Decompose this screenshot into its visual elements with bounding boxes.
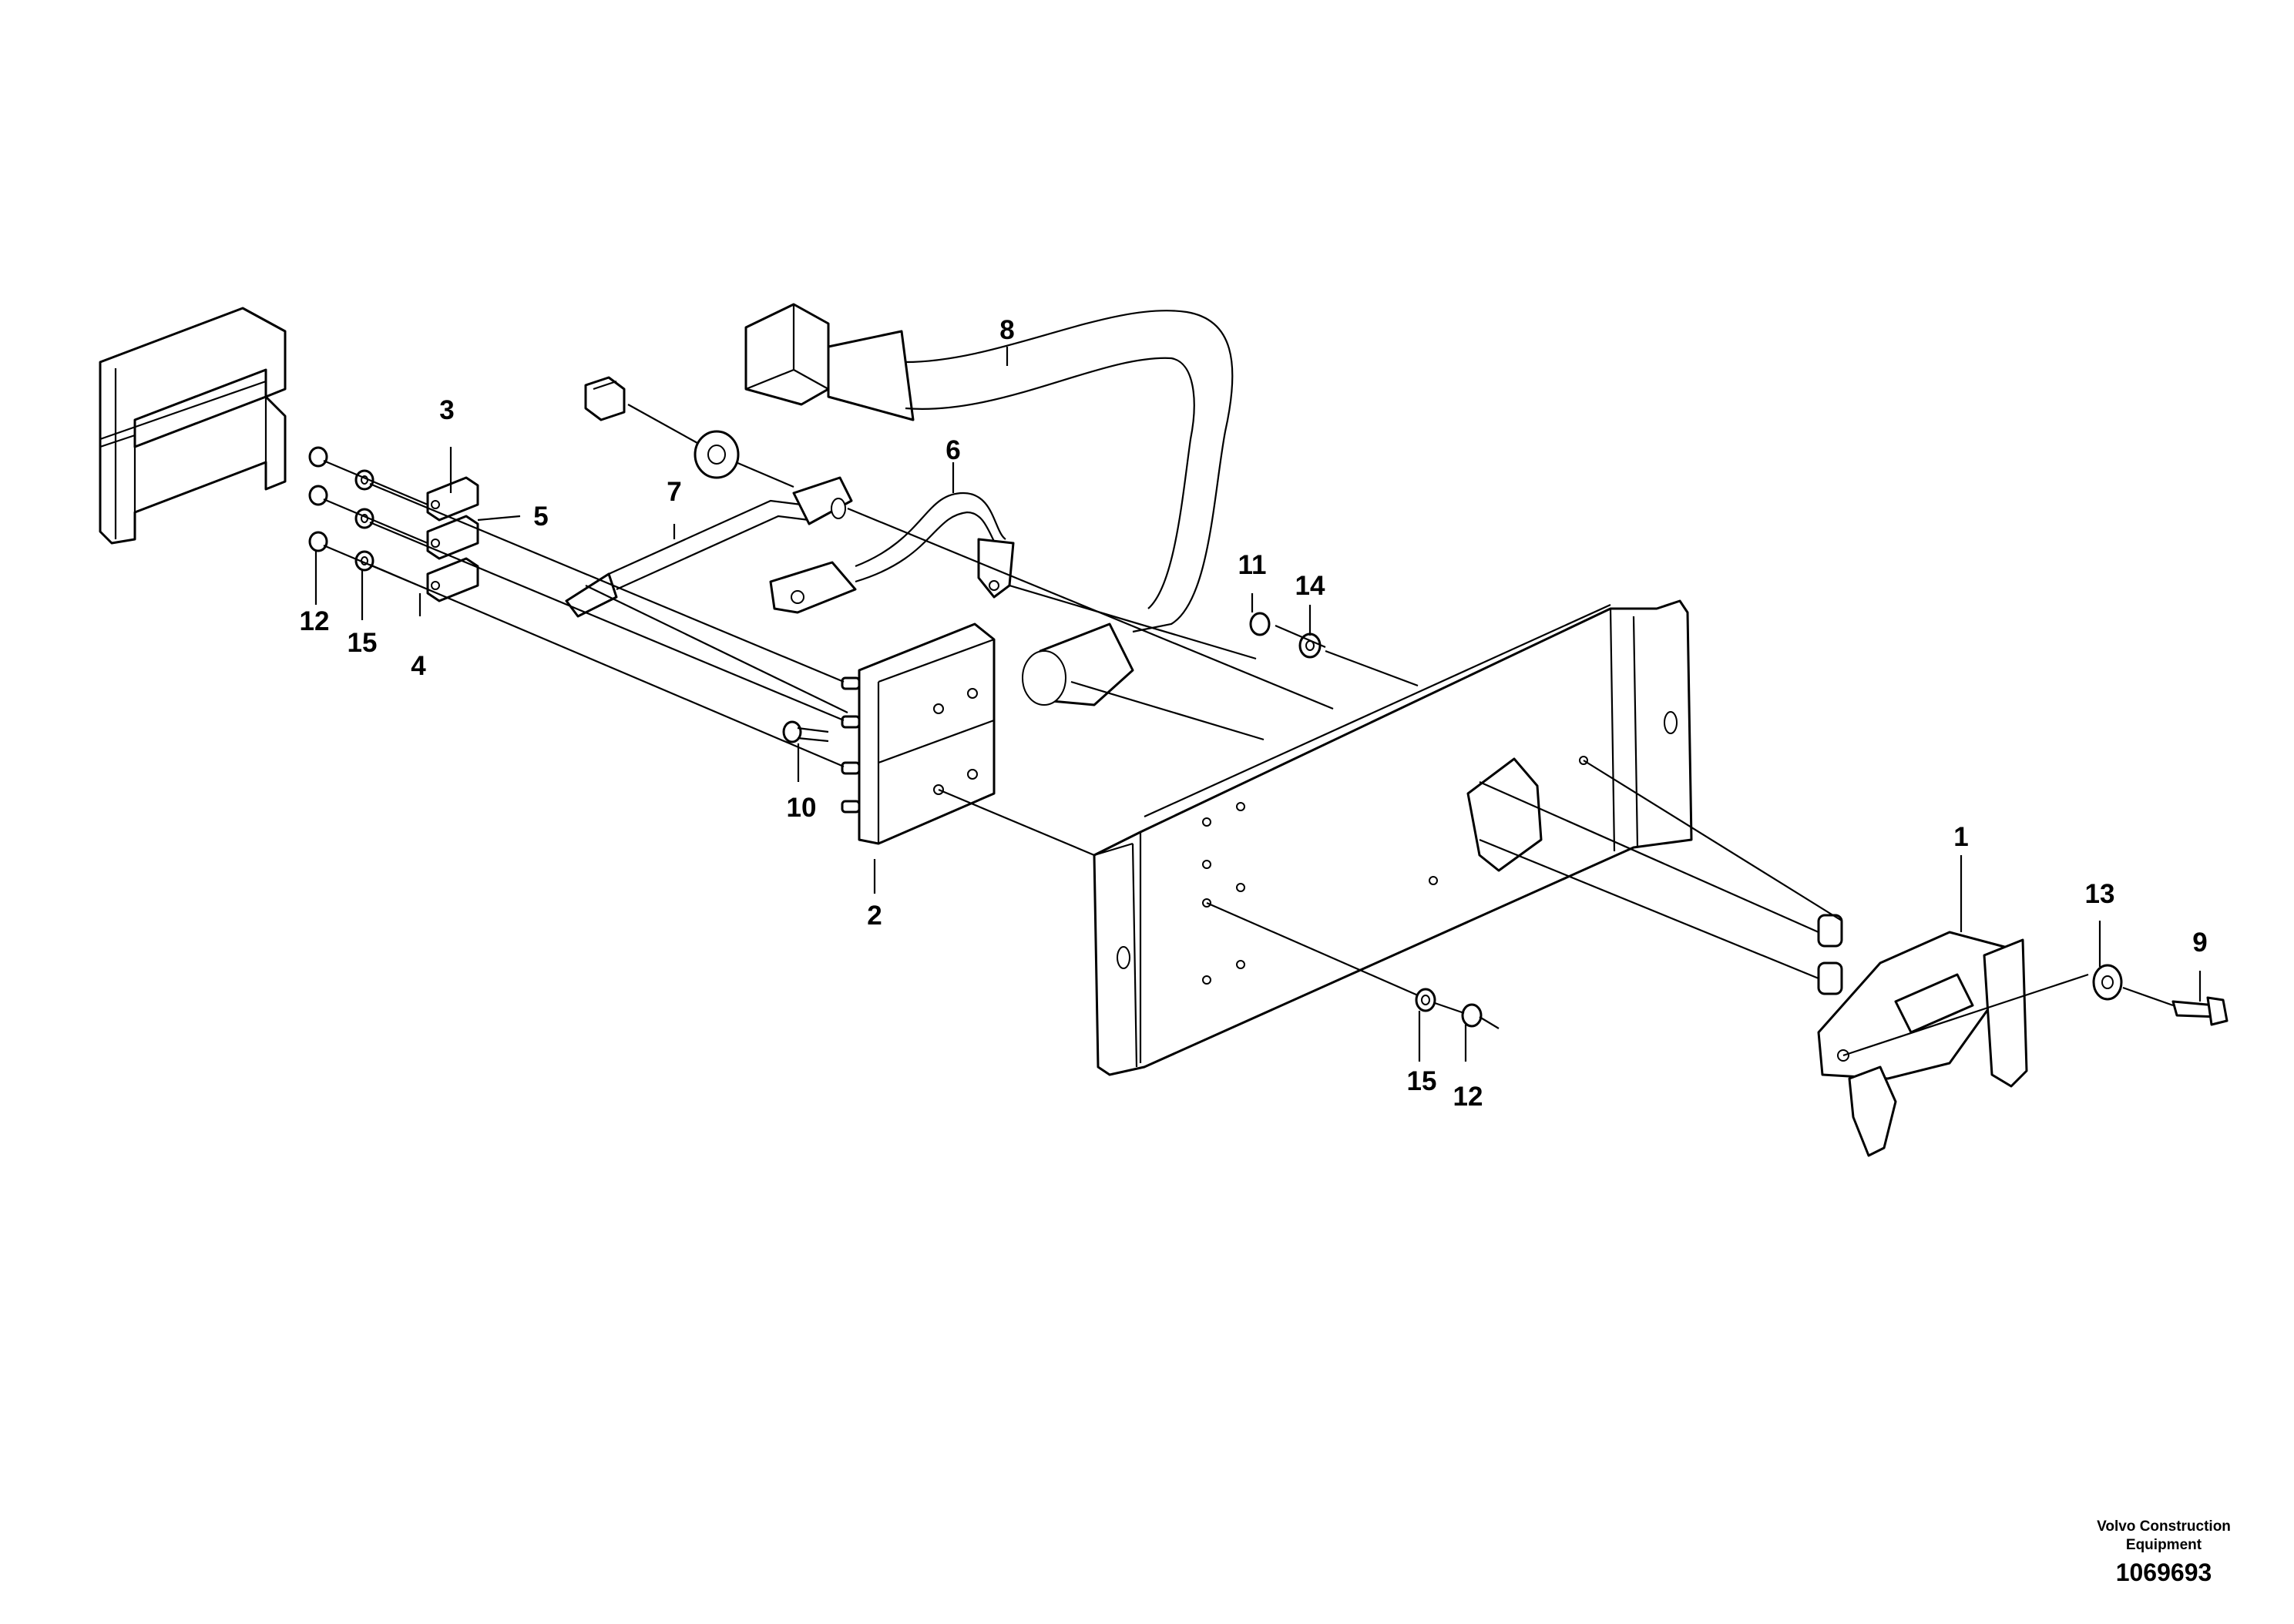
footer: Volvo Construction Equipment 1069693 — [2097, 1518, 2231, 1586]
cable-8 — [744, 303, 1234, 706]
assembly-lines — [323, 404, 2174, 1057]
callout-11: 11 — [1238, 550, 1267, 580]
callout-1: 1 — [1953, 822, 1968, 852]
callout-7: 7 — [667, 477, 681, 507]
brand-line-1: Volvo Construction — [2097, 1518, 2231, 1535]
cable-6 — [769, 492, 1015, 614]
cover-housing — [99, 307, 287, 545]
washer-13-bolt-9 — [2092, 964, 2229, 1026]
nut-and-washer — [584, 376, 740, 479]
document-number: 1069693 — [2116, 1559, 2212, 1586]
callout-14: 14 — [1295, 571, 1325, 601]
clip-brackets — [426, 476, 479, 602]
callout-6: 6 — [945, 435, 960, 465]
callout-12-bottom: 12 — [1453, 1082, 1483, 1112]
cable-7 — [565, 476, 853, 618]
terminal-block — [841, 622, 996, 845]
fasteners-bottom — [1415, 988, 1483, 1028]
callout-9: 9 — [2192, 928, 2207, 958]
callout-10: 10 — [787, 793, 817, 823]
callout-3: 3 — [439, 395, 454, 425]
callout-13: 13 — [2085, 879, 2115, 909]
fasteners-left — [308, 446, 374, 572]
callout-8: 8 — [999, 315, 1014, 345]
battery-switch — [1817, 914, 2028, 1157]
callout-12-left: 12 — [300, 606, 330, 636]
callout-15-bottom: 15 — [1407, 1066, 1437, 1096]
brand-line-2: Equipment — [2126, 1537, 2202, 1553]
callout-15-left: 15 — [348, 628, 378, 658]
callout-2: 2 — [867, 901, 882, 931]
callout-labels: 1 2 3 4 5 6 7 8 9 10 11 12 12 13 14 15 1… — [300, 315, 2208, 1112]
mounting-plate — [1093, 599, 1693, 1076]
callout-4: 4 — [411, 651, 426, 681]
callout-leaders — [314, 347, 2202, 1062]
bolt-10 — [782, 720, 829, 743]
callout-5: 5 — [533, 502, 548, 532]
